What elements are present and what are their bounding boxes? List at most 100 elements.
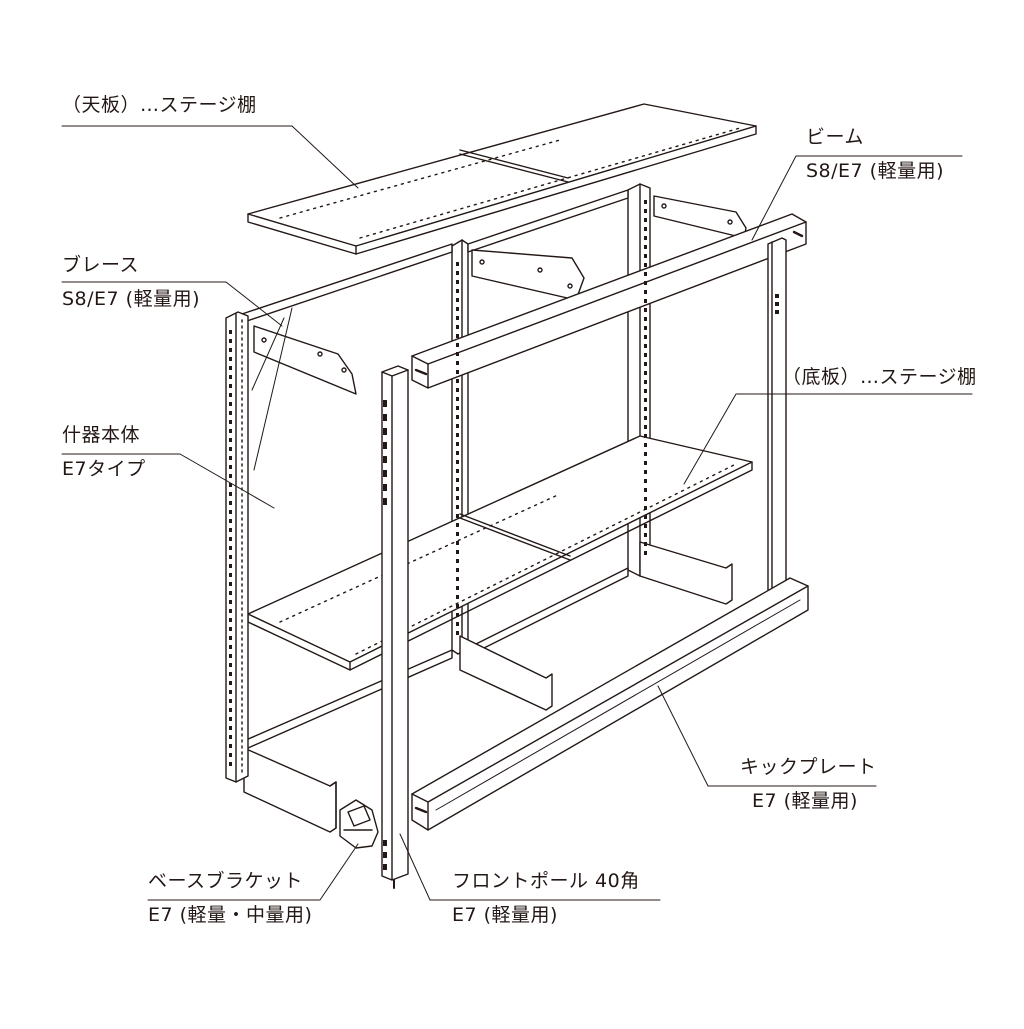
upright-slot — [229, 609, 232, 613]
brace-left — [253, 325, 357, 395]
upright-slot — [456, 532, 459, 536]
upright-slot — [229, 447, 232, 451]
base-rail-right — [639, 541, 733, 605]
upright-slot — [644, 452, 647, 456]
upright-slot — [456, 487, 459, 491]
upright-slot — [644, 461, 647, 465]
upright-slot — [775, 310, 779, 314]
upright-slot — [456, 505, 459, 509]
upright-slot — [229, 537, 232, 541]
upright-slot — [229, 411, 232, 415]
upright-slot — [644, 344, 647, 348]
upright-slot — [456, 451, 459, 455]
upright-slot — [229, 726, 232, 730]
upright-slot — [229, 330, 232, 334]
upright-slot — [229, 546, 232, 550]
upright-slot — [456, 577, 459, 581]
leader-pole — [399, 833, 661, 901]
upright-slot — [229, 717, 232, 721]
body-spec-label: E7タイプ — [62, 458, 146, 480]
upright-slot — [644, 317, 647, 321]
upright-slot — [229, 555, 232, 559]
upright-slot — [229, 357, 232, 361]
upright-slot — [644, 236, 647, 240]
front-pole-slots — [383, 400, 387, 870]
upright-slot — [644, 335, 647, 339]
upright-slot — [229, 591, 232, 595]
upright-slot — [229, 762, 232, 766]
base-bracket-name-label: ベースブラケット — [148, 870, 304, 892]
upright-slot — [644, 245, 647, 249]
pole-slot — [383, 456, 387, 463]
upright-right-front — [767, 237, 787, 599]
upright-slot — [229, 564, 232, 568]
body-name-label: 什器本体 — [62, 424, 141, 446]
upright-slot — [644, 497, 647, 501]
upright-slot — [456, 334, 459, 338]
upright-slot — [644, 272, 647, 276]
upright-slot — [456, 523, 459, 527]
front-pole-spec-label: E7 (軽量用) — [452, 904, 558, 926]
upright-slot — [644, 326, 647, 330]
upright-slot — [644, 533, 647, 537]
upright-slot — [229, 393, 232, 397]
base-rail-left — [243, 747, 337, 833]
upright-slot — [229, 375, 232, 379]
upright-slot — [644, 290, 647, 294]
upright-slot — [456, 262, 459, 266]
pole-slot — [383, 498, 387, 505]
upright-slot — [456, 343, 459, 347]
upright-slot — [456, 325, 459, 329]
pole-slot — [383, 442, 387, 449]
upright-slot — [229, 672, 232, 676]
upright-slot — [644, 380, 647, 384]
upright-slot — [644, 470, 647, 474]
leader-bottom-shelf — [683, 393, 973, 485]
upright-slot — [229, 636, 232, 640]
upright-slot — [456, 478, 459, 482]
upright-slot — [229, 348, 232, 352]
upright-slot — [644, 443, 647, 447]
upright-slot — [229, 744, 232, 748]
upright-slot — [229, 582, 232, 586]
upright-slot — [644, 479, 647, 483]
leader-body — [61, 453, 275, 509]
upright-slot — [456, 370, 459, 374]
top-shelf-label: （天板）…ステージ棚 — [62, 94, 257, 116]
upright-slot — [456, 550, 459, 554]
upright-slot — [644, 488, 647, 492]
upright-slot — [229, 420, 232, 424]
upright-slot — [229, 627, 232, 631]
upright-slot — [644, 308, 647, 312]
upright-slot — [644, 263, 647, 267]
upright-slot — [644, 371, 647, 375]
upright-slot — [456, 361, 459, 365]
beam-name-label: ビーム — [806, 126, 864, 148]
upright-slot — [644, 434, 647, 438]
pole-slot — [383, 414, 387, 421]
upright-slot — [644, 254, 647, 258]
upright-slot — [229, 528, 232, 532]
upright-slot — [644, 281, 647, 285]
upright-slot — [229, 600, 232, 604]
upright-slot — [229, 384, 232, 388]
upright-slots — [229, 200, 779, 766]
upright-slot — [456, 460, 459, 464]
upright-slot — [229, 501, 232, 505]
pole-slot — [383, 400, 387, 407]
leader-bracket — [147, 843, 359, 901]
upright-slot — [456, 622, 459, 626]
kick-plate-name-label: キックプレート — [740, 756, 877, 778]
upright-slot — [644, 425, 647, 429]
upright-slot — [229, 681, 232, 685]
upright-slot — [644, 551, 647, 555]
upright-slot — [229, 483, 232, 487]
upright-slot — [456, 433, 459, 437]
upright-slot — [456, 415, 459, 419]
upright-slot — [456, 271, 459, 275]
base-rail-center — [459, 635, 553, 711]
upright-slot — [229, 519, 232, 523]
pole-slot — [383, 484, 387, 491]
upright-slot — [456, 442, 459, 446]
upright-slot — [456, 298, 459, 302]
